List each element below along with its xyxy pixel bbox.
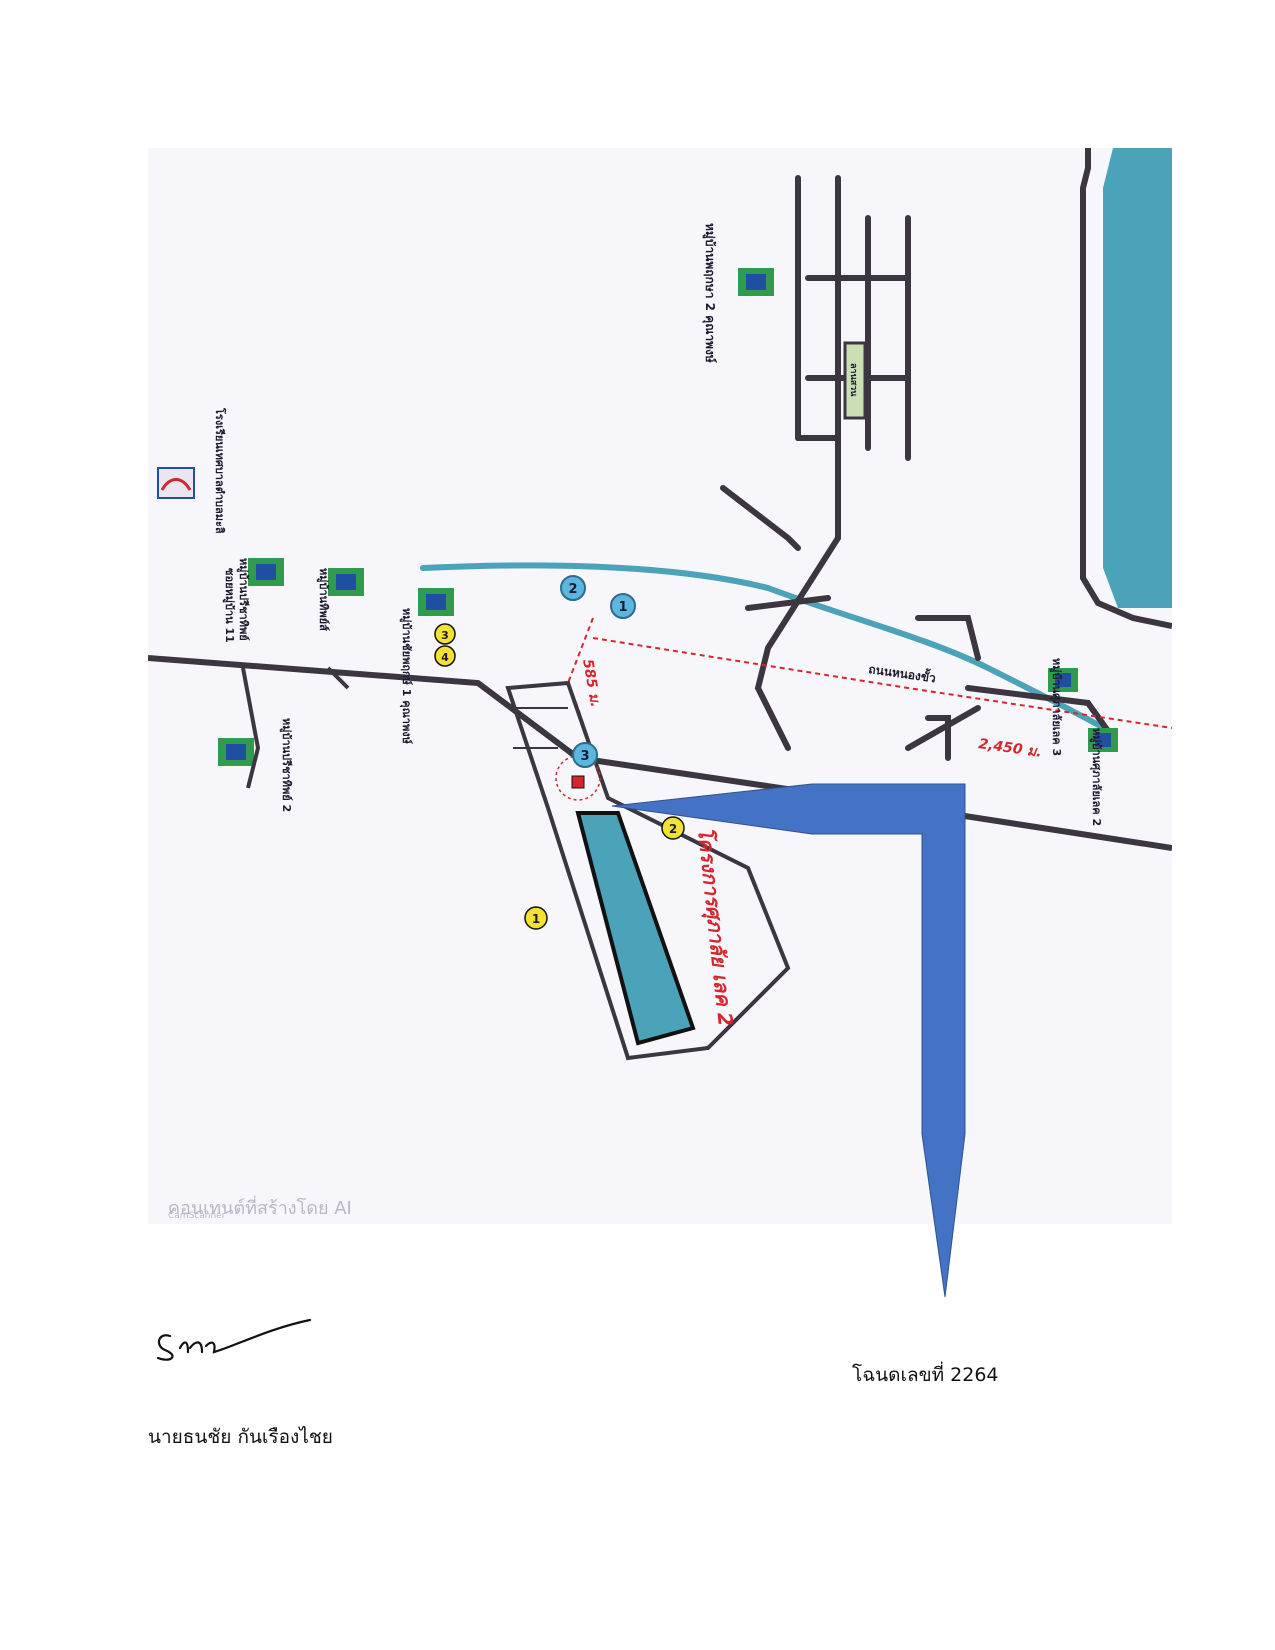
village-label: หมู่บ้านปรีชาทิพย์ 2	[279, 718, 293, 812]
distance-2450: 2,450 ม.	[977, 736, 1042, 761]
marker-1: 1	[610, 593, 636, 619]
village-label: หมู่บ้านพฤกษา 2 คุณาพงษ์	[702, 223, 717, 363]
village-label: หมู่บ้านปรีชาทิพย์	[236, 558, 250, 641]
svg-text:3: 3	[441, 629, 449, 642]
village-icons	[218, 268, 1118, 766]
park	[843, 341, 867, 420]
scan-watermark: CamScanner	[168, 1211, 226, 1221]
deed-number: โฉนดเลขที่ 2264	[852, 1364, 999, 1386]
lake	[1103, 148, 1172, 608]
location-map: ลานสวน 585 ม. 2,450 ม. ถนนหนองขั้ว โครงก…	[148, 148, 1172, 1224]
svg-text:2: 2	[669, 822, 677, 836]
river	[420, 562, 1116, 736]
marker-3: 3	[572, 742, 598, 768]
svg-text:3: 3	[580, 749, 589, 764]
map-canvas: ลานสวน 585 ม. 2,450 ม. ถนนหนองขั้ว โครงก…	[148, 148, 1172, 1221]
legend-point-2: 2	[661, 816, 685, 840]
legend-point-3: 3	[434, 623, 456, 645]
park-label: ลานสวน	[848, 363, 858, 397]
legend-point-4: 4	[434, 645, 456, 667]
village-label: หมู่บ้านชัยพฤกษ์ 1 คุณาพงษ์	[399, 608, 413, 745]
side-roads	[241, 666, 350, 789]
side-road-label: ซอยหมู่บ้าน 11	[222, 568, 236, 643]
village-label: หมู่บ้านศุภาลัยเลค 3	[1049, 658, 1063, 756]
svg-text:1: 1	[618, 600, 627, 615]
distance-line-2450	[592, 637, 1172, 729]
road-name: ถนนหนองขั้ว	[868, 659, 938, 685]
ai-watermark: คอนเทนต์ที่สร้างโดย AI	[168, 1195, 352, 1219]
project-label: โครงการศุภาลัย เลค 2	[692, 826, 738, 1028]
signature	[156, 1318, 312, 1361]
distance-585: 585 ม.	[579, 658, 603, 709]
marker-2: 2	[560, 575, 586, 601]
svg-text:2: 2	[568, 582, 577, 597]
residential-grid	[720, 175, 1116, 761]
village-label: หมู่บ้านศุภาลัยเลค 2	[1089, 728, 1103, 826]
school-label: โรงเรียนเทศบาลตำบลมะลิ	[213, 407, 227, 534]
svg-text:1: 1	[532, 912, 540, 926]
village-label: หมู่บ้านทิพย์ส์	[316, 568, 330, 631]
lake-road	[1080, 148, 1172, 629]
signer-name: นายธนชัย กันเรืองไชย	[148, 1426, 333, 1448]
school-icon	[157, 467, 195, 499]
svg-text:4: 4	[441, 651, 449, 664]
legend-point-1: 1	[524, 906, 548, 930]
